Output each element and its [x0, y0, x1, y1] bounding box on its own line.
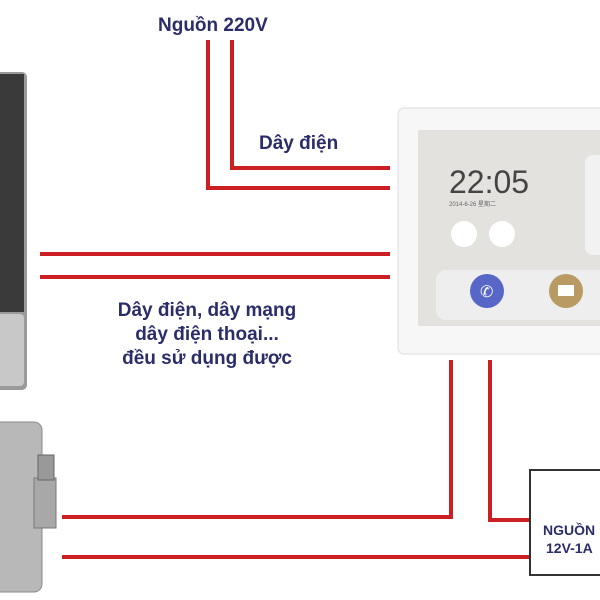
- monitor-qr-icon[interactable]: [489, 221, 515, 247]
- psu-label-1: NGUỒN: [543, 521, 595, 538]
- outdoor-station: [0, 72, 27, 390]
- power-wire-label: Dây điện: [259, 133, 338, 154]
- cable-label-3: đều sử dụng được: [122, 348, 292, 369]
- electric-lock: [0, 421, 57, 593]
- wires: [40, 40, 530, 559]
- call-button-icon[interactable]: [470, 274, 504, 308]
- wire-psu-a: [488, 360, 530, 522]
- power-supply-box: [529, 469, 600, 576]
- svg-text:✆: ✆: [480, 284, 493, 301]
- power-220-label: Nguồn 220V: [158, 15, 268, 36]
- cable-label-1: Dây điện, dây mạng: [118, 300, 296, 321]
- monitor-date: 2014-6-26 星期二: [449, 200, 496, 208]
- psu-label-2: 12V-1A: [546, 540, 593, 556]
- monitor-time: 22:05: [449, 164, 529, 200]
- wire-220-b: [230, 40, 390, 170]
- wire-lock-a: [62, 360, 453, 519]
- monitor-contact-icon[interactable]: [451, 221, 477, 247]
- cable-label-2: dây điện thoại...: [135, 324, 279, 345]
- wire-220-a: [206, 40, 390, 190]
- indoor-monitor: 22:05 2014-6-26 星期二 ✆: [397, 107, 600, 355]
